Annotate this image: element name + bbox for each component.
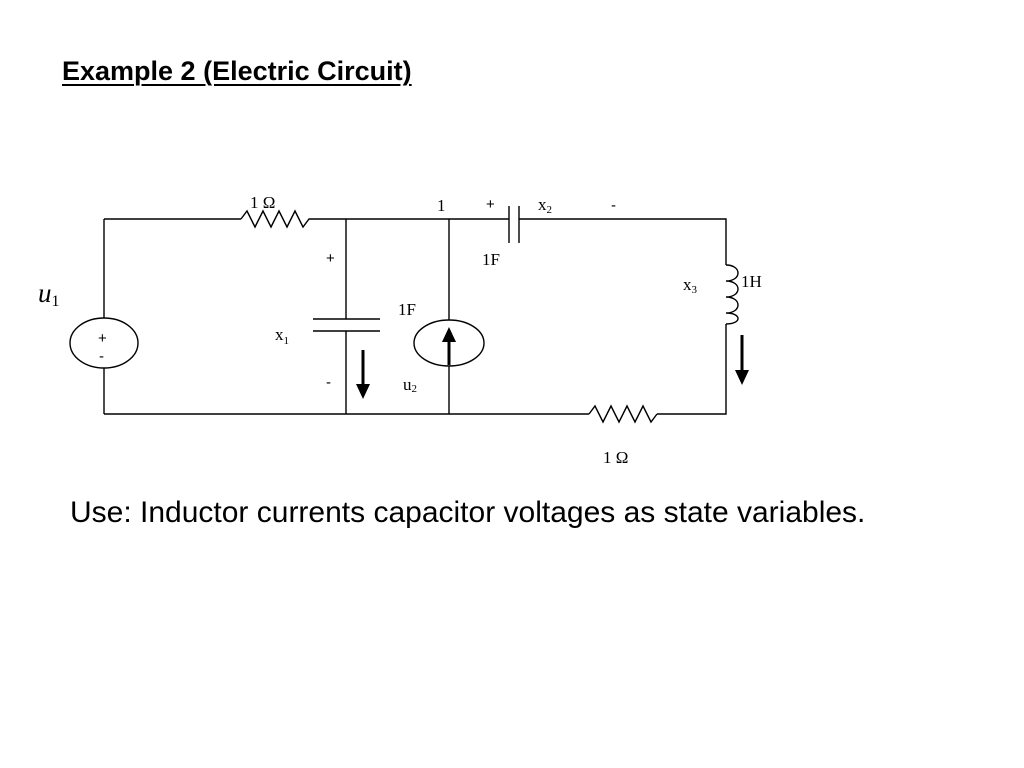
capacitor-x2-value: 1F	[482, 250, 500, 269]
resistor-top-label: 1 Ω	[250, 193, 275, 212]
capacitor-x1	[313, 318, 380, 332]
current-source-u2-sub: 2	[412, 383, 418, 395]
capacitor-x1-plus: +	[326, 250, 335, 267]
arrow-down-icon	[356, 350, 370, 399]
source-u1-label: u1	[38, 278, 60, 310]
slide-title: Example 2 (Electric Circuit)	[62, 56, 412, 86]
inductor-x3-var-sub: 3	[692, 284, 698, 296]
capacitor-x1-var-sub: 1	[284, 335, 290, 347]
capacitor-x1-minus: -	[326, 374, 331, 391]
source-u1-name: u	[38, 278, 52, 308]
capacitor-x2-plus: +	[486, 196, 495, 213]
inductor-x3-var-name: x	[683, 275, 692, 294]
inductor-x3-value: 1H	[741, 272, 762, 291]
capacitor-x1-value: 1F	[398, 300, 416, 319]
current-source-u2-name: u	[403, 375, 412, 394]
voltage-source-u1	[69, 317, 139, 369]
capacitor-x1-var: x1	[275, 325, 289, 347]
capacitor-x2	[508, 206, 520, 243]
wires	[103, 218, 727, 415]
current-source-u2-label: u2	[403, 375, 417, 395]
voltage-source-minus: -	[99, 348, 104, 365]
capacitor-x2-var-sub: 2	[547, 204, 553, 216]
node-1-label: 1	[437, 196, 446, 215]
arrow-down-icon	[735, 335, 749, 385]
capacitor-x1-var-name: x	[275, 325, 284, 344]
arrow-up-icon	[442, 327, 456, 365]
wire-right	[657, 324, 727, 415]
capacitor-x2-var: x2	[538, 195, 552, 216]
wire-top-right	[519, 218, 727, 265]
resistor-bottom	[588, 404, 658, 424]
voltage-source-plus: +	[98, 330, 107, 347]
current-source-u2	[413, 319, 485, 367]
capacitor-x2-minus: -	[611, 197, 616, 214]
inductor-x3-var: x3	[683, 275, 698, 296]
resistor-bottom-label: 1 Ω	[603, 448, 628, 467]
capacitor-x2-var-name: x	[538, 195, 547, 214]
source-u1-sub: 1	[52, 293, 60, 310]
resistor-top	[240, 209, 313, 229]
state-variables-note: Use: Inductor currents capacitor voltage…	[70, 496, 866, 529]
inductor-x3	[725, 264, 739, 325]
